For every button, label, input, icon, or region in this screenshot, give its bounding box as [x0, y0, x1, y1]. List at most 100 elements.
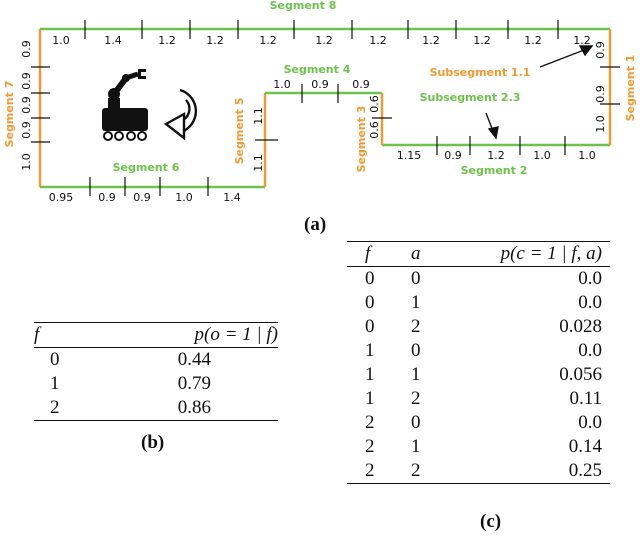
length-label: 1.0	[533, 149, 551, 162]
cell-f: 1	[365, 364, 375, 385]
cell-f: 2	[365, 460, 375, 481]
length-label: 1.1	[252, 107, 265, 125]
cell-prob: 0.14	[568, 436, 602, 457]
table-row: 0 0.44	[34, 347, 278, 373]
length-label: 0.6	[368, 95, 381, 113]
cell-a: 0	[411, 412, 421, 433]
cell-prob: 0.86	[177, 397, 212, 418]
length-label: 1.4	[104, 34, 122, 47]
cell-a: 1	[411, 436, 421, 457]
cell-f: 0	[50, 349, 60, 370]
segment-2-lengths: 1.15 0.9 1.2 1.0 1.0	[397, 149, 596, 162]
column-header-p-c: p(c = 1 | f, a)	[500, 243, 602, 264]
cell-f: 1	[365, 340, 375, 361]
length-label: 1.2	[524, 34, 542, 47]
column-header-a: a	[411, 243, 421, 264]
column-header-f: f	[365, 243, 371, 264]
cell-f: 0	[365, 292, 375, 313]
caption-b: (b)	[141, 432, 165, 453]
segment-8-label: Segment 8	[270, 0, 337, 12]
cell-f: 2	[365, 412, 375, 433]
segment-6-lengths: 0.95 0.9 0.9 1.0 1.4	[49, 191, 241, 204]
cell-prob: 0.79	[177, 373, 212, 394]
cell-prob: 0.25	[568, 460, 602, 481]
length-label: 0.9	[20, 96, 33, 114]
caption-c: (c)	[480, 511, 502, 532]
length-label: 0.95	[49, 191, 74, 204]
rotate-arrow-icon	[163, 88, 198, 141]
length-label: 0.9	[594, 41, 607, 59]
length-label: 1.1	[252, 154, 265, 172]
table-row: 1 0.79	[34, 372, 278, 396]
segment-8-lengths: 1.0 1.4 1.2 1.2 1.2 1.2 1.2 1.2 1.2 1.2 …	[52, 34, 591, 47]
length-label: 1.2	[206, 34, 224, 47]
table-row: 2 0.86	[34, 396, 278, 421]
cell-a: 0	[411, 340, 421, 361]
subsegment-ticks	[31, 20, 620, 196]
length-label: 1.2	[422, 34, 440, 47]
length-label: 1.0	[175, 191, 193, 204]
segment-1-label: Segment 1	[624, 55, 637, 122]
table-b: f p(o = 1 | f) 0 0.44 1 0.79 2 0.86	[34, 322, 278, 421]
length-label: 1.0	[52, 34, 70, 47]
length-label: 1.2	[158, 34, 176, 47]
length-label: 0.6	[368, 121, 381, 139]
length-label: 0.9	[20, 72, 33, 90]
length-label: 0.9	[98, 191, 116, 204]
cell-a: 2	[411, 460, 421, 481]
cell-a: 0	[411, 268, 421, 289]
length-label: 1.2	[315, 34, 333, 47]
segment-4-label: Segment 4	[284, 63, 351, 76]
segment-5-label: Segment 5	[233, 98, 246, 165]
length-label: 1.0	[594, 115, 607, 133]
length-label: 1.2	[259, 34, 277, 47]
cell-prob: 0.056	[559, 364, 602, 385]
segment-6-label: Segment 6	[113, 161, 180, 174]
length-label: 0.9	[594, 85, 607, 103]
cell-prob: 0.028	[559, 316, 602, 337]
table-row: 0 2 0.028	[347, 315, 610, 339]
annotation-arrows	[485, 45, 594, 140]
cell-prob: 0.0	[578, 292, 602, 313]
cell-f: 0	[365, 316, 375, 337]
cell-a: 2	[411, 388, 421, 409]
cell-f: 2	[50, 397, 60, 418]
cell-f: 1	[365, 388, 375, 409]
cell-f: 2	[365, 436, 375, 457]
cell-f: 0	[365, 268, 375, 289]
corridor-map: Segment 8 Segment 7 Segment 6 Segment 5 …	[3, 0, 637, 204]
subsegment-1-1-label: Subsegment 1.1	[430, 66, 531, 79]
segment-7-lengths: 0.9 0.9 0.9 0.9 1.0	[20, 40, 33, 171]
column-header-f: f	[34, 324, 40, 345]
table-row: 1 1 0.056	[347, 363, 610, 387]
cell-prob: 0.11	[569, 388, 602, 409]
length-label: 0.9	[20, 121, 33, 139]
cell-prob: 0.0	[578, 268, 602, 289]
length-label: 1.2	[473, 34, 491, 47]
segment-7-label: Segment 7	[3, 81, 16, 148]
cell-prob: 0.0	[578, 340, 602, 361]
length-label: 1.15	[397, 149, 422, 162]
length-label: 0.9	[311, 78, 329, 91]
cell-a: 1	[411, 364, 421, 385]
length-label: 0.9	[20, 40, 33, 58]
length-label: 1.0	[273, 78, 291, 91]
length-label: 1.2	[487, 149, 505, 162]
length-label: 0.9	[444, 149, 462, 162]
segment-2-label: Segment 2	[461, 164, 528, 177]
caption-a: (a)	[304, 214, 327, 235]
cell-a: 2	[411, 316, 421, 337]
cell-a: 1	[411, 292, 421, 313]
cell-f: 1	[50, 373, 60, 394]
segment-3-label: Segment 3	[355, 106, 368, 173]
length-label: 1.0	[20, 153, 33, 171]
length-label: 1.2	[573, 34, 591, 47]
